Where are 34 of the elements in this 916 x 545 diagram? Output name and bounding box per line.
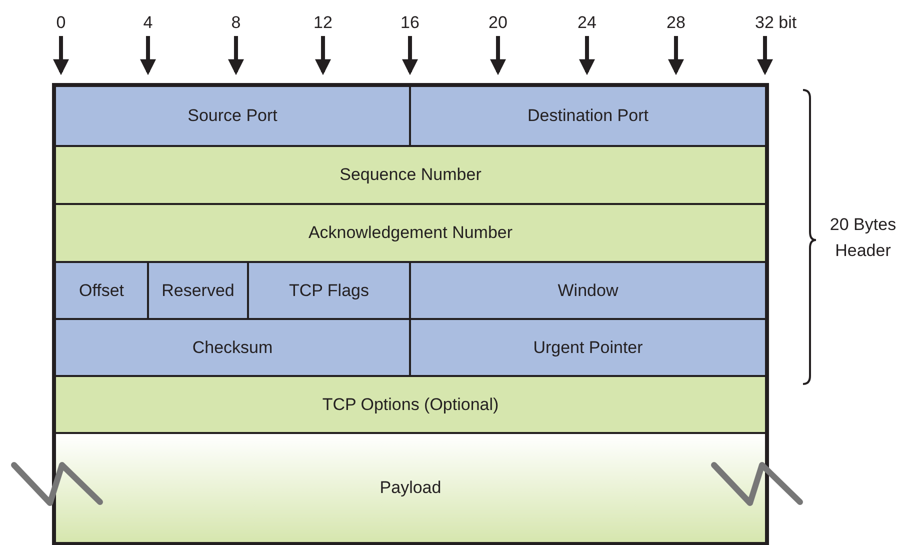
header-field <box>147 261 249 320</box>
bit-position-label: 8 <box>231 12 241 34</box>
field-name: Acknowledgement Number <box>308 222 513 244</box>
header-field <box>54 318 411 377</box>
field-name: Source Port <box>188 105 278 128</box>
bit-position-label: 0 <box>56 12 66 34</box>
bit-position-label: 4 <box>143 12 153 34</box>
field-name: Window <box>558 280 618 302</box>
header-size-label: 20 Bytes Header <box>828 214 898 262</box>
field-name: Payload <box>380 477 442 500</box>
bit-position-label: 32 bit <box>755 12 797 34</box>
field-name: Destination Port <box>528 105 648 128</box>
header-field <box>54 145 767 205</box>
bit-position-label: 16 <box>400 12 420 34</box>
header-field <box>409 261 767 320</box>
bit-position-label: 20 <box>488 12 508 34</box>
header-field <box>409 85 767 147</box>
field-name: Checksum <box>192 336 273 359</box>
bit-position-label: 28 <box>666 12 686 34</box>
field-name: Reserved <box>162 280 234 302</box>
field-name: Offset <box>78 280 124 302</box>
header-field <box>54 432 767 544</box>
header-field <box>54 203 767 263</box>
header-field <box>247 261 411 320</box>
header-field <box>54 85 411 147</box>
field-name: TCP Flags <box>289 280 369 302</box>
bit-position-label: 24 <box>578 12 596 34</box>
field-name: TCP Options (Optional) <box>322 394 499 416</box>
header-field <box>409 318 767 377</box>
bit-position-label: 12 <box>314 12 332 34</box>
field-name: Urgent Pointer <box>533 336 643 359</box>
field-name: Sequence Number <box>340 164 482 186</box>
header-field <box>54 261 149 320</box>
header-field <box>54 375 767 434</box>
